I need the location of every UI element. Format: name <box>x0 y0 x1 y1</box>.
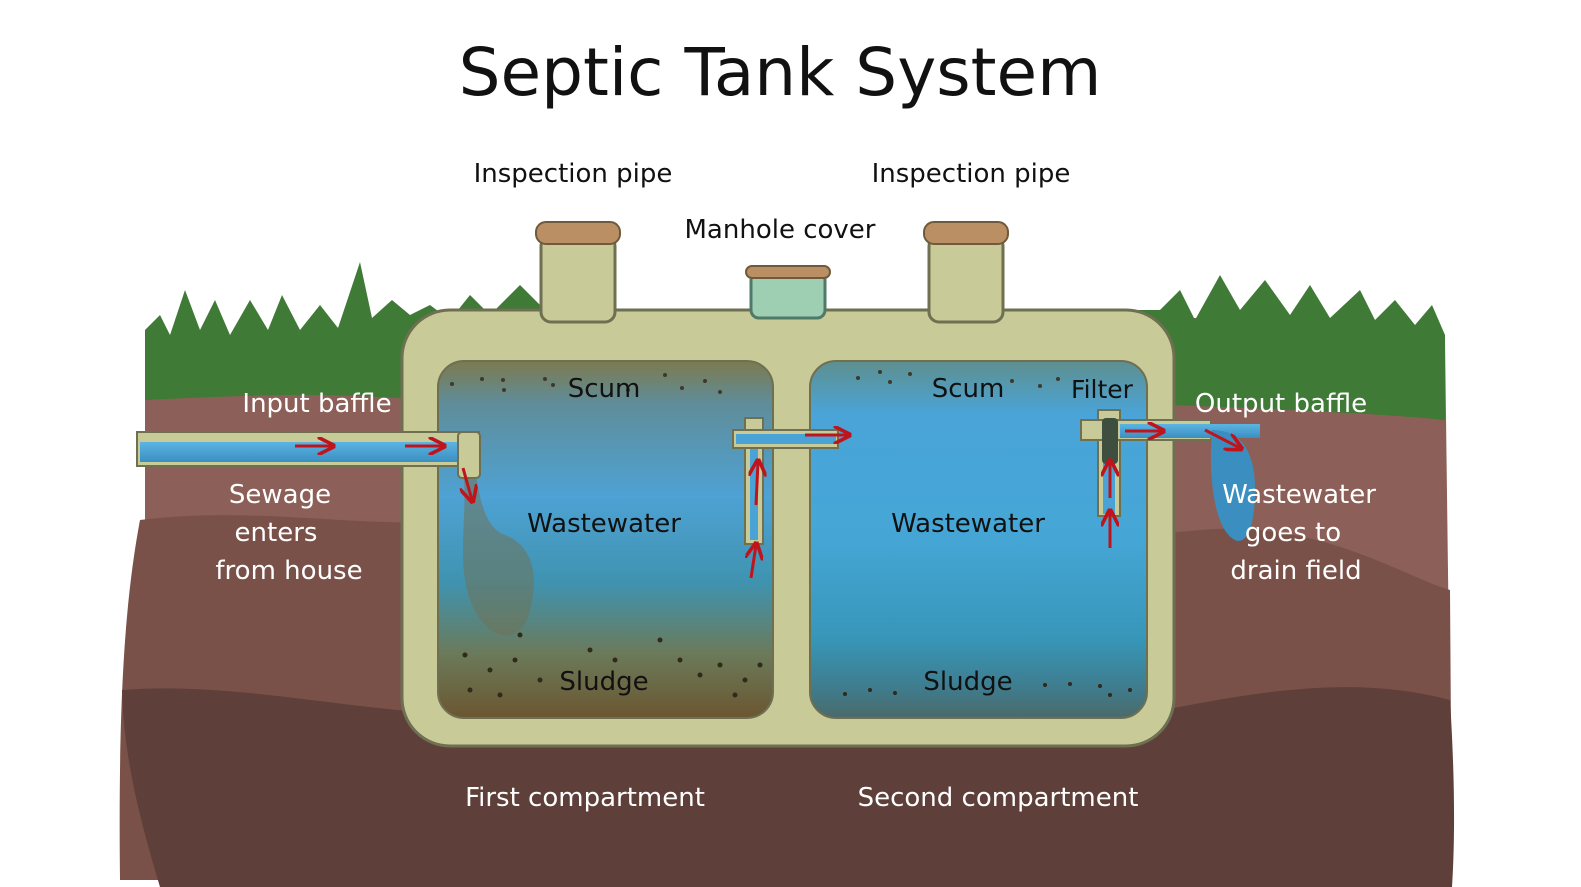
first-compartment-label: First compartment <box>465 783 705 813</box>
input-baffle-label: Input baffle <box>242 389 391 419</box>
inspection-pipe-right-label: Inspection pipe <box>872 159 1071 189</box>
inspection-pipe-left-shape <box>535 221 621 324</box>
filter-label: Filter <box>1071 375 1134 404</box>
inspection-pipe-right-shape <box>923 221 1009 324</box>
page-title: Septic Tank System <box>459 34 1102 111</box>
drain-label-line1: Wastewater <box>1222 480 1376 510</box>
filter-shape <box>1102 418 1118 464</box>
second-compartment-label: Second compartment <box>858 783 1139 813</box>
output-pipe <box>1080 409 1260 541</box>
second-compartment-wastewater-label: Wastewater <box>891 509 1045 539</box>
sewage-plume <box>462 470 534 636</box>
drain-label-line2: goes to <box>1245 518 1341 548</box>
manhole-cover-shape <box>745 265 831 320</box>
output-baffle-label: Output baffle <box>1195 389 1367 419</box>
first-compartment-scum-label: Scum <box>568 374 641 404</box>
second-compartment-scum-label: Scum <box>932 374 1005 404</box>
sewage-label-line1: Sewage <box>229 480 331 510</box>
second-compartment-sludge-label: Sludge <box>923 667 1012 697</box>
first-compartment-sludge-label: Sludge <box>559 667 648 697</box>
transfer-tee-pipe <box>732 417 839 545</box>
drain-water <box>1210 430 1255 541</box>
sewage-label-line2: enters <box>235 518 318 548</box>
inspection-pipe-left-label: Inspection pipe <box>474 159 673 189</box>
first-compartment-shape <box>437 360 774 719</box>
sewage-label-line3: from house <box>215 556 362 586</box>
scum-particles <box>450 370 1060 394</box>
second-compartment-shape <box>809 360 1148 719</box>
sludge-particles <box>462 632 1132 698</box>
input-pipe <box>136 431 481 479</box>
drain-label-line3: drain field <box>1230 556 1361 586</box>
first-compartment-wastewater-label: Wastewater <box>527 509 681 539</box>
flow-arrows <box>295 430 1240 579</box>
manhole-cover-label: Manhole cover <box>685 215 876 245</box>
